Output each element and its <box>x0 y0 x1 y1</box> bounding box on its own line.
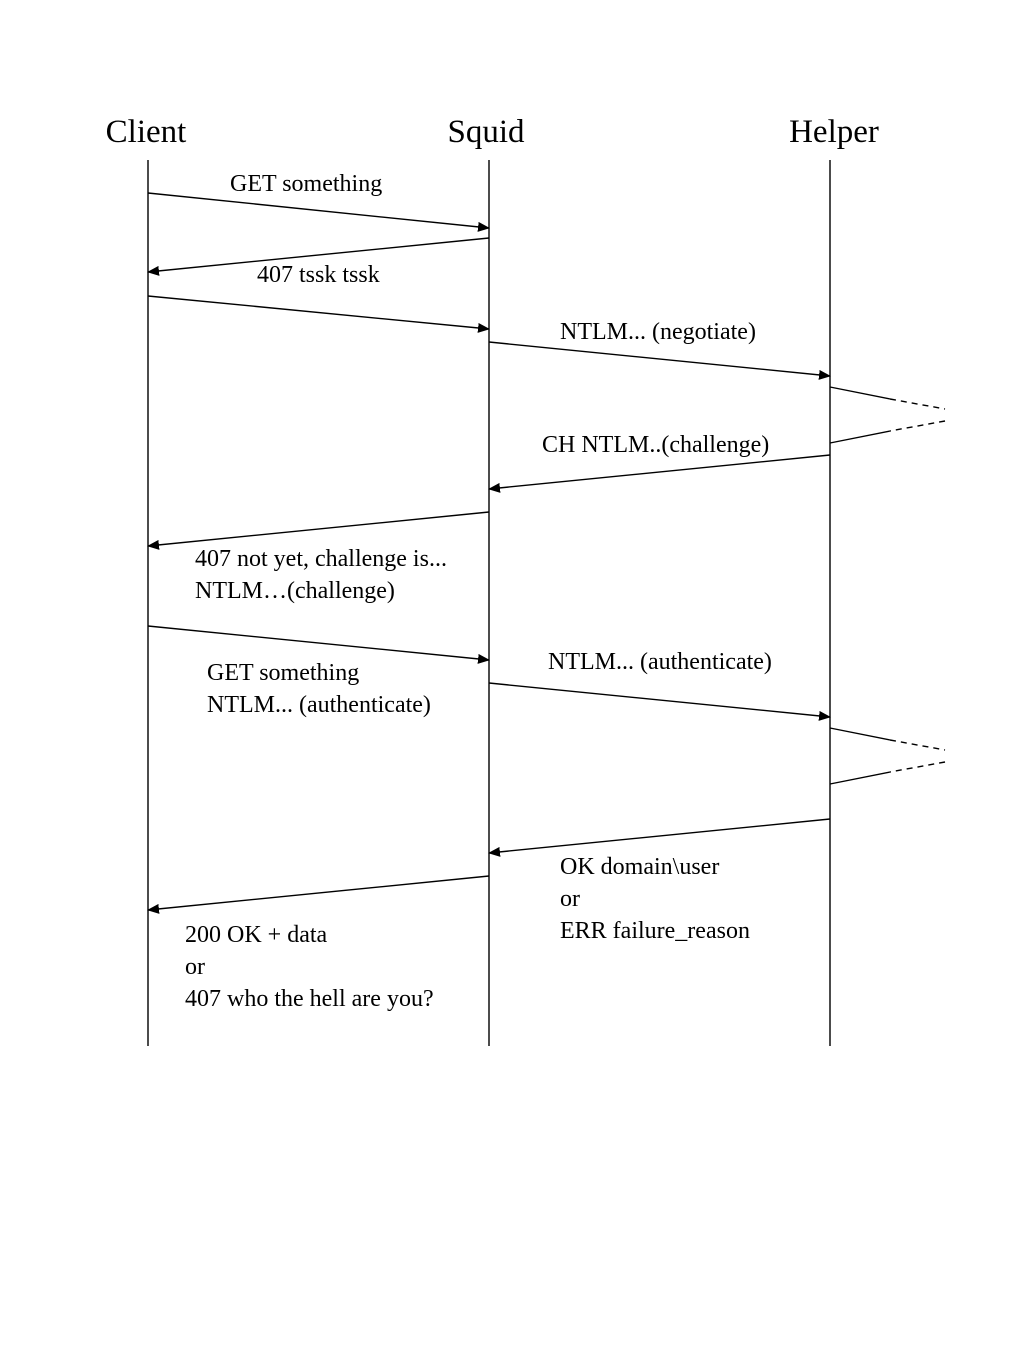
message-label-or-2: or <box>185 954 205 980</box>
message-arrow-authenticate <box>488 682 831 721</box>
helper-external-out-2 <box>829 727 891 741</box>
message-label-get-something: GET something <box>230 171 382 197</box>
helper-external-in-2 <box>829 771 891 785</box>
participant-client-label: Client <box>106 114 187 150</box>
message-arrow-challenge <box>488 454 831 493</box>
message-label-407-tssk: 407 tssk tssk <box>257 262 380 288</box>
message-arrow-ok-or-err <box>488 818 831 857</box>
participant-squid-label: Squid <box>447 114 525 150</box>
message-label-or-1: or <box>560 886 580 912</box>
message-arrow-get-something <box>147 192 490 232</box>
helper-external-in-1-dashed <box>889 420 946 432</box>
message-arrow-final-response <box>147 875 490 914</box>
message-label-ok-domain-user: OK domain\user <box>560 854 719 880</box>
message-label-err-failure: ERR failure_reason <box>560 918 750 944</box>
message-label-challenge: CH NTLM..(challenge) <box>542 432 769 458</box>
message-arrow-retry <box>147 295 490 333</box>
participant-helper-label: Helper <box>789 114 879 150</box>
helper-external-out-1-dashed <box>889 398 946 410</box>
message-label-get-something-2: GET something <box>207 660 359 686</box>
helper-external-in-1 <box>829 430 891 444</box>
helper-external-in-2-dashed <box>889 761 946 773</box>
message-label-negotiate: NTLM... (negotiate) <box>560 319 756 345</box>
message-label-200-ok: 200 OK + data <box>185 922 328 948</box>
message-arrow-get-authenticate <box>147 625 490 664</box>
message-arrow-negotiate <box>488 341 831 380</box>
message-label-ntlm-challenge: NTLM…(challenge) <box>195 578 395 604</box>
message-label-407-who: 407 who the hell are you? <box>185 986 434 1012</box>
message-label-authenticate: NTLM... (authenticate) <box>548 649 772 675</box>
message-label-ntlm-authenticate-client: NTLM... (authenticate) <box>207 692 431 718</box>
message-arrow-407-tssk <box>147 237 490 276</box>
message-arrow-407-challenge <box>147 511 490 550</box>
message-label-407-not-yet: 407 not yet, challenge is... <box>195 546 447 572</box>
helper-external-out-2-dashed <box>889 739 946 751</box>
helper-external-out-1 <box>829 386 891 400</box>
